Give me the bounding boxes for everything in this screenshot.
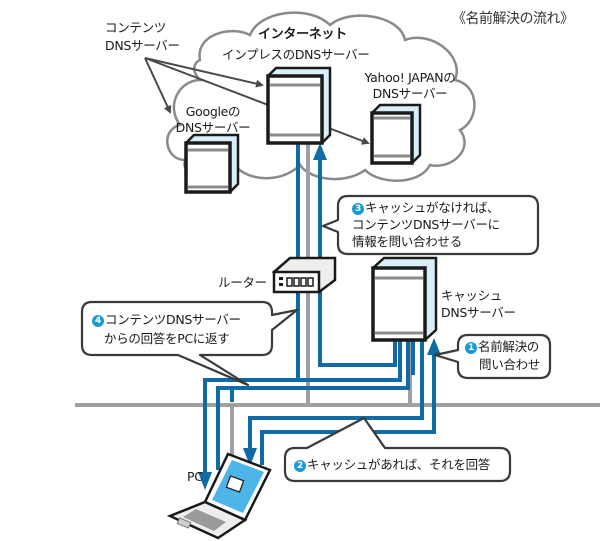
step-badge-1: 1 — [465, 342, 477, 354]
yahoo-dns-server-icon — [370, 103, 422, 165]
google-dns-label-line1: Googleの — [185, 104, 241, 119]
pc-laptop-icon — [166, 452, 272, 540]
router-icon — [271, 256, 337, 294]
step-badge-3: 3 — [352, 203, 364, 215]
callout-2-text-1: キャッシュがあれば、それを回答 — [307, 457, 491, 472]
cache-dns-server-icon — [371, 256, 438, 342]
callout-bubbles — [80, 194, 552, 483]
callout-1-line2: 問い合わせ — [479, 357, 541, 372]
google-dns-server-icon — [184, 133, 240, 194]
step-badge-4: 4 — [92, 315, 104, 327]
impress-dns-server-icon — [266, 66, 332, 145]
callout-3-line3: 情報を問い合わせる — [352, 234, 462, 249]
yahoo-dns-label-line2: DNSサーバー — [372, 86, 448, 101]
content-dns-label-line2: DNSサーバー — [105, 38, 180, 53]
callout-3-line2: コンテンツDNSサーバーに — [352, 217, 500, 232]
flow-arrowheads — [198, 143, 441, 490]
router-label: ルーター — [218, 275, 267, 290]
content-dns-label-line1: コンテンツ — [105, 20, 167, 35]
callout-4-text-1: コンテンツDNSサーバー — [105, 312, 241, 327]
step-badge-2: 2 — [294, 460, 306, 472]
cache-dns-label-line2: DNSサーバー — [441, 305, 516, 320]
callout-3-text-1: キャッシュがなければ、 — [365, 200, 500, 215]
pc-label: PC — [187, 469, 203, 484]
callout-4-line2: からの回答をPCに返す — [104, 331, 230, 346]
yahoo-dns-label-line1: Yahoo! JAPANの — [364, 70, 456, 85]
cache-dns-label-line1: キャッシュ — [441, 288, 503, 303]
internet-label: インターネット — [258, 27, 347, 42]
google-dns-label-line2: DNSサーバー — [175, 120, 251, 135]
diagram-title: 《名前解決の流れ》 — [452, 11, 574, 27]
callout-1-text-1: 名前解決の — [478, 339, 540, 354]
impress-dns-label: インプレスのDNSサーバー — [222, 47, 370, 62]
